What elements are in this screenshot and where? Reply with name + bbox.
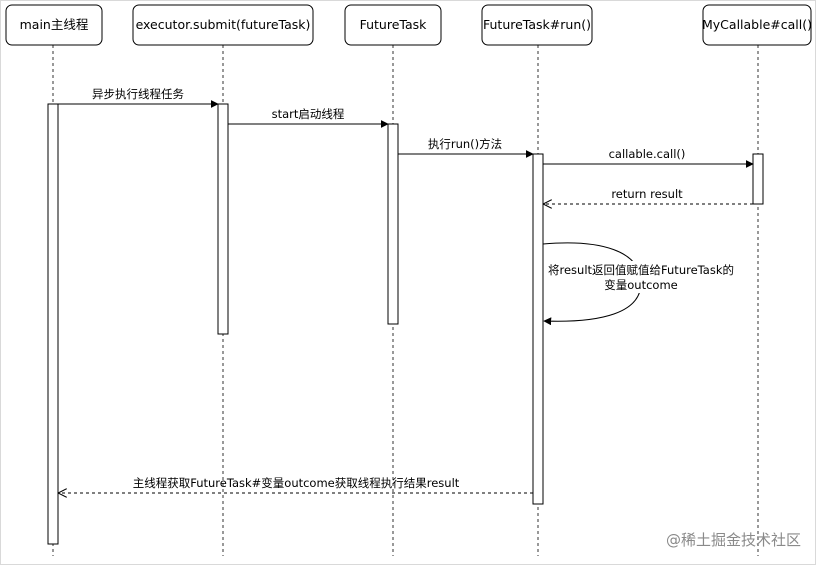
activation-mycallable — [752, 153, 764, 205]
participant-main: main主线程 — [5, 4, 103, 46]
message-callable-call: callable.call() — [543, 147, 754, 168]
activation-executor — [217, 103, 229, 335]
message-async-task: 异步执行线程任务 — [58, 87, 219, 108]
message-self-assign-label-line2: 变量outcome — [604, 278, 677, 292]
message-start-thread: start启动线程 — [228, 107, 389, 128]
participant-futuretask: FutureTask — [344, 4, 442, 46]
participant-mycallable: MyCallable#call() — [702, 4, 812, 46]
participant-main-label: main主线程 — [20, 17, 89, 32]
message-callable-call-label: callable.call() — [609, 147, 686, 161]
message-get-outcome: 主线程获取FutureTask#变量outcome获取线程执行结果result — [59, 476, 533, 493]
watermark-text: @稀土掘金技术社区 — [666, 531, 801, 549]
activation-bars — [47, 103, 764, 545]
message-return-result: return result — [544, 187, 753, 204]
activation-futuretask-run — [532, 153, 544, 505]
participant-futuretask-run-label: FutureTask#run() — [483, 17, 591, 32]
message-return-result-label: return result — [611, 187, 683, 201]
message-self-assign-label-line1: 将result返回值赋值给FutureTask的 — [548, 263, 734, 277]
message-get-outcome-label: 主线程获取FutureTask#变量outcome获取线程执行结果result — [133, 476, 460, 490]
activation-main — [47, 103, 59, 545]
message-run-method-label: 执行run()方法 — [428, 137, 502, 151]
participant-futuretask-label: FutureTask — [360, 17, 428, 32]
message-start-thread-label: start启动线程 — [272, 107, 345, 121]
participant-executor: executor.submit(futureTask) — [132, 4, 314, 46]
message-run-method: 执行run()方法 — [398, 137, 534, 158]
message-self-assign: 将result返回值赋值给FutureTask的 变量outcome — [542, 242, 737, 326]
participant-futuretask-run: FutureTask#run() — [481, 4, 593, 46]
participant-mycallable-label: MyCallable#call() — [702, 17, 812, 32]
activation-futuretask — [387, 123, 399, 325]
message-async-task-label: 异步执行线程任务 — [92, 87, 184, 101]
participant-executor-label: executor.submit(futureTask) — [136, 17, 311, 32]
